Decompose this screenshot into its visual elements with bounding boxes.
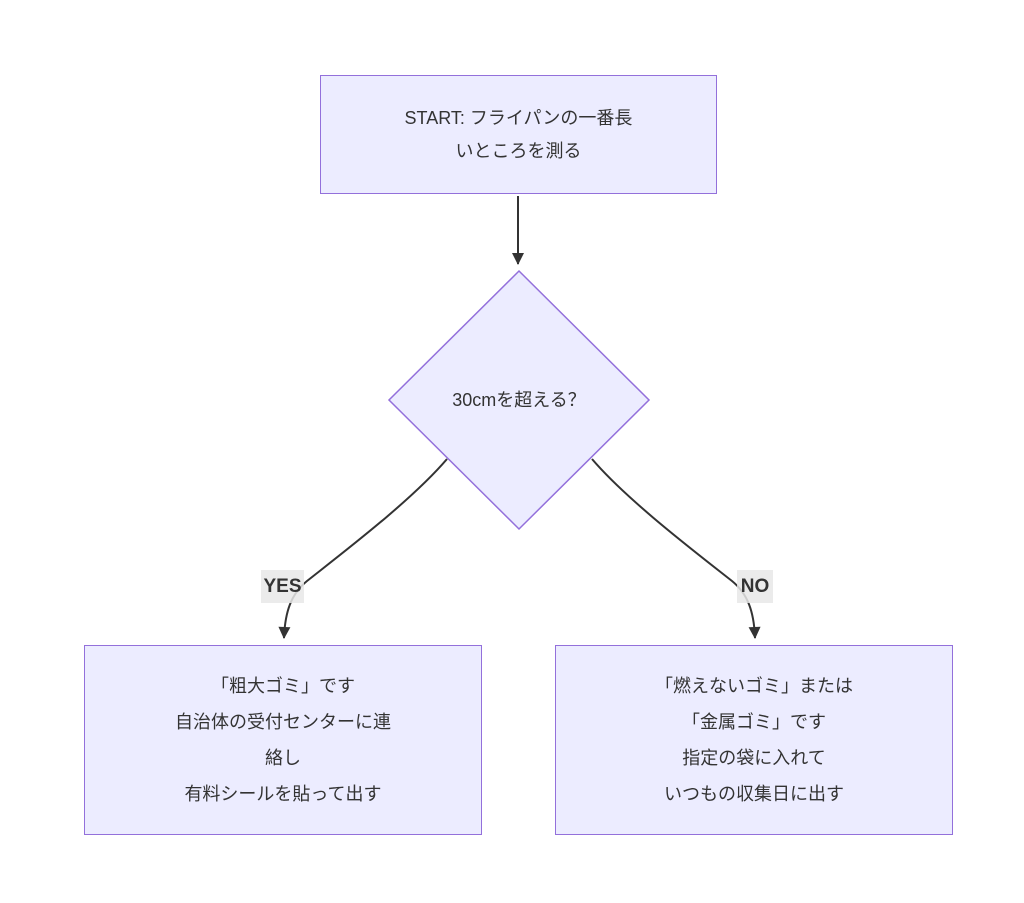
node-start-label: START: フライパンの一番長 いところを測る <box>404 107 633 161</box>
node-no-result: 「燃えないゴミ」または 「金属ゴミ」です 指定の袋に入れて いつもの収集日に出す <box>555 645 953 835</box>
node-start: START: フライパンの一番長 いところを測る <box>320 75 717 194</box>
node-yes-result-label: 「粗大ゴミ」です 自治体の受付センターに連 絡し 有料シールを貼って出す <box>175 676 391 804</box>
edge-label-no: NO <box>737 570 773 603</box>
edge-decision-to-no <box>591 458 761 639</box>
edge-decision-to-yes <box>278 458 448 639</box>
edge-label-yes: YES <box>261 570 304 603</box>
node-yes-result: 「粗大ゴミ」です 自治体の受付センターに連 絡し 有料シールを貼って出す <box>84 645 482 835</box>
node-no-result-label: 「燃えないゴミ」または 「金属ゴミ」です 指定の袋に入れて いつもの収集日に出す <box>655 676 853 804</box>
node-decision-shape <box>387 269 651 531</box>
node-decision-label: 30cmを超える？ <box>452 390 586 410</box>
